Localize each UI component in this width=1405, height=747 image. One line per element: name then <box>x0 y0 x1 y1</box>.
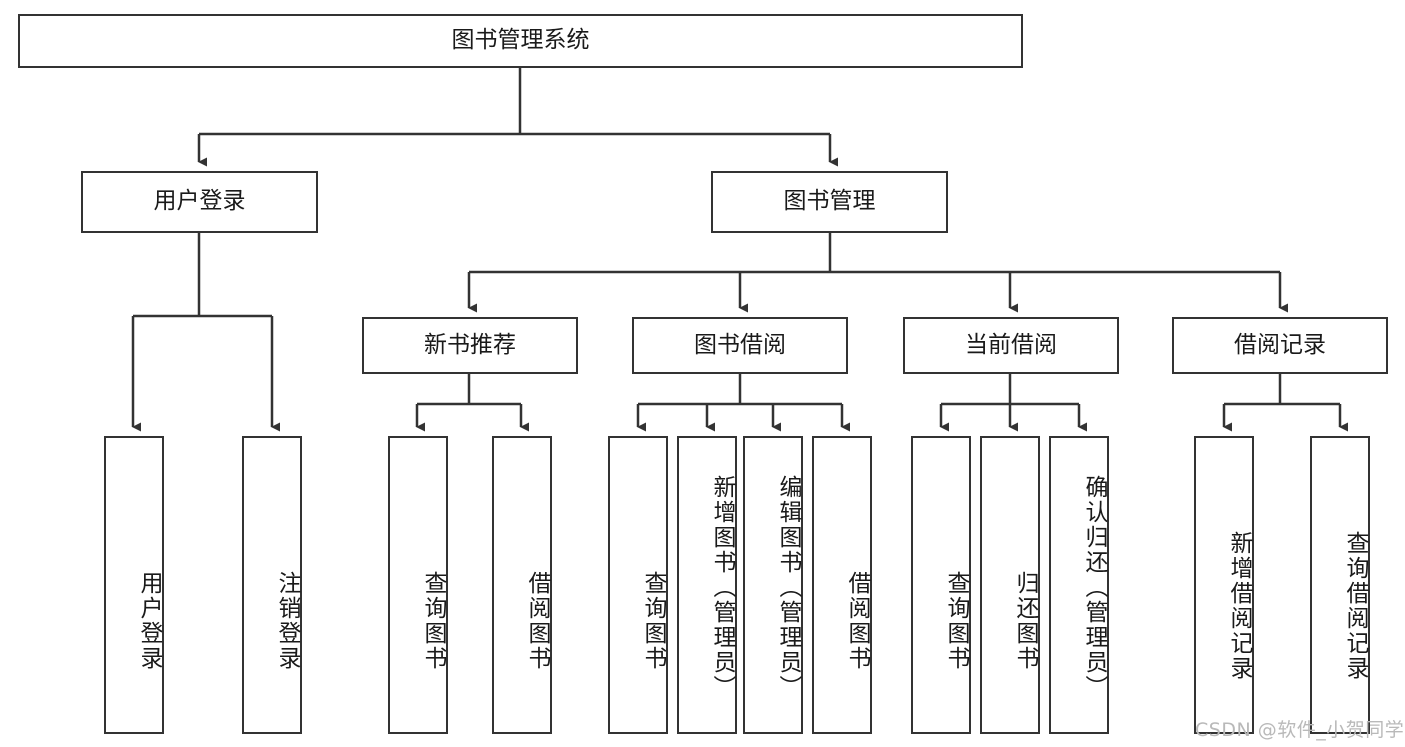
node-borrow-record[interactable]: 借阅记录 <box>1172 317 1388 374</box>
leaf-cb-return-book[interactable]: 归还图书 <box>980 436 1040 734</box>
node-book-borrow-label: 图书借阅 <box>694 331 786 358</box>
node-borrow-record-label: 借阅记录 <box>1234 331 1326 358</box>
leaf-bb-query-book[interactable]: 查询图书 <box>608 436 668 734</box>
node-root-label: 图书管理系统 <box>451 27 590 54</box>
leaf-user-login-label: 用户登录 <box>136 571 162 671</box>
leaf-bb-borrow-book-label: 借阅图书 <box>844 571 870 671</box>
leaf-cb-query-book[interactable]: 查询图书 <box>911 436 971 734</box>
leaf-br-query-record[interactable]: 查询借阅记录 <box>1310 436 1370 734</box>
node-book-manage-label: 图书管理 <box>783 188 876 215</box>
leaf-br-add-record-label: 新增借阅记录 <box>1226 531 1252 681</box>
leaf-bb-add-book[interactable]: 新增图书（管理员） <box>677 436 737 734</box>
node-new-book-recommend-label: 新书推荐 <box>424 331 516 358</box>
leaf-user-login[interactable]: 用户登录 <box>104 436 164 734</box>
leaf-nb-query-book-label: 查询图书 <box>420 571 446 671</box>
leaf-cb-confirm-return-label: 确认归还（管理员） <box>1081 474 1107 700</box>
leaf-cb-query-book-label: 查询图书 <box>943 571 969 671</box>
csdn-watermark: CSDN @软件_小贺同学 <box>1195 719 1405 741</box>
node-book-borrow[interactable]: 图书借阅 <box>632 317 848 374</box>
leaf-bb-borrow-book[interactable]: 借阅图书 <box>812 436 872 734</box>
leaf-bb-edit-book-label: 编辑图书（管理员） <box>775 474 801 700</box>
leaf-cb-return-book-label: 归还图书 <box>1012 571 1038 671</box>
node-new-book-recommend[interactable]: 新书推荐 <box>362 317 578 374</box>
node-user-login[interactable]: 用户登录 <box>81 171 318 233</box>
leaf-bb-edit-book[interactable]: 编辑图书（管理员） <box>743 436 803 734</box>
leaf-br-query-record-label: 查询借阅记录 <box>1342 531 1368 681</box>
leaf-nb-query-book[interactable]: 查询图书 <box>388 436 448 734</box>
leaf-logout-label: 注销登录 <box>274 571 300 671</box>
leaf-cb-confirm-return[interactable]: 确认归还（管理员） <box>1049 436 1109 734</box>
node-book-manage[interactable]: 图书管理 <box>711 171 948 233</box>
leaf-bb-query-book-label: 查询图书 <box>640 571 666 671</box>
node-user-login-label: 用户登录 <box>153 188 246 215</box>
node-current-borrow-label: 当前借阅 <box>965 331 1057 358</box>
node-root[interactable]: 图书管理系统 <box>18 14 1023 68</box>
node-current-borrow[interactable]: 当前借阅 <box>903 317 1119 374</box>
leaf-logout[interactable]: 注销登录 <box>242 436 302 734</box>
leaf-bb-add-book-label: 新增图书（管理员） <box>709 474 735 700</box>
leaf-br-add-record[interactable]: 新增借阅记录 <box>1194 436 1254 734</box>
leaf-nb-borrow-book-label: 借阅图书 <box>524 571 550 671</box>
leaf-nb-borrow-book[interactable]: 借阅图书 <box>492 436 552 734</box>
